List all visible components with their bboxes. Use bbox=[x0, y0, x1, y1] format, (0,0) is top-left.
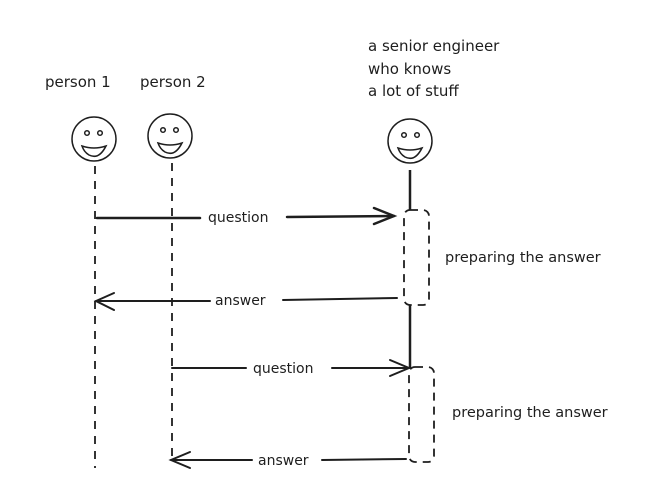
activation-note-2: preparing the answer bbox=[452, 405, 608, 421]
message-arrow-answer-1 bbox=[93, 292, 398, 311]
message-arrow-question-1 bbox=[95, 206, 398, 226]
actor-label-senior-line-3: a lot of stuff bbox=[368, 82, 459, 100]
message-label-question-1: question bbox=[208, 210, 268, 226]
activation-box-1 bbox=[403, 209, 430, 306]
message-arrow-answer-2 bbox=[168, 451, 407, 469]
activation-note-1: preparing the answer bbox=[445, 250, 601, 266]
message-label-question-2: question bbox=[253, 361, 313, 377]
actor-label-person-1: person 1 bbox=[45, 73, 111, 91]
message-label-answer-2: answer bbox=[258, 453, 309, 469]
actor-label-person-2: person 2 bbox=[140, 73, 206, 91]
smiley-face-icon bbox=[387, 118, 433, 164]
activation-box-2 bbox=[408, 366, 435, 463]
actor-label-senior-line-1: a senior engineer bbox=[368, 37, 500, 55]
smiley-face-icon bbox=[147, 113, 193, 159]
message-label-answer-1: answer bbox=[215, 293, 266, 309]
smiley-face-icon bbox=[71, 116, 117, 162]
actor-label-senior-line-2: who knows bbox=[368, 60, 451, 78]
message-arrow-question-2 bbox=[171, 359, 412, 377]
